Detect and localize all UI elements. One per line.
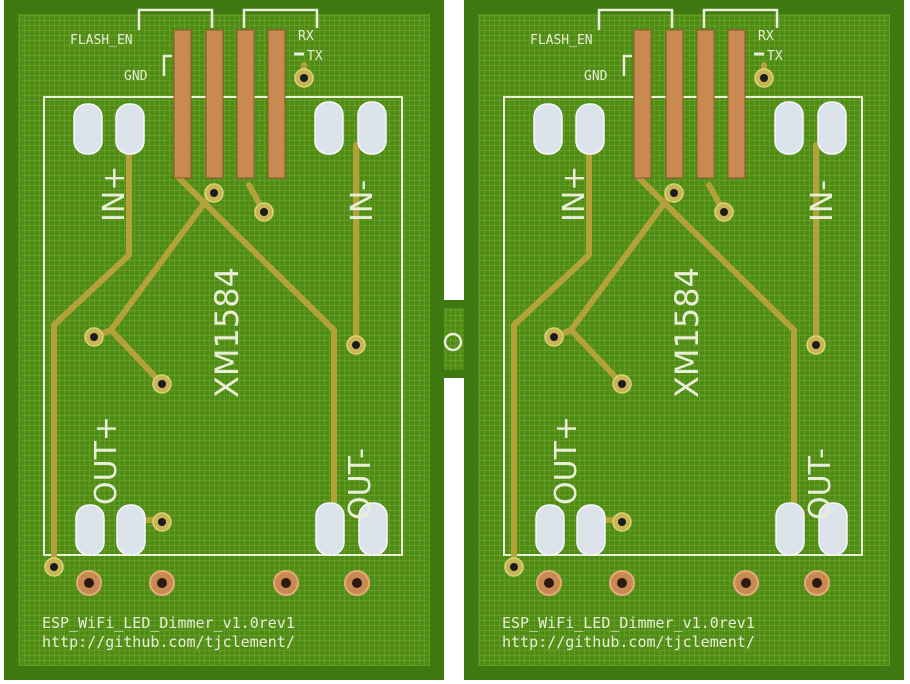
- out-plus-label: OUT+: [549, 416, 584, 505]
- url-label: http://github.com/tjclement/: [502, 633, 755, 651]
- rx-label: RX: [298, 29, 314, 44]
- pcb-board-left: FLASH_EN GND RX TX IN+ IN- XM1584 OUT+ O…: [4, 0, 444, 680]
- module-label: XM1584: [668, 267, 706, 398]
- rx-label: RX: [758, 29, 774, 44]
- tx-label: TX: [307, 49, 323, 64]
- out-plus-label: OUT+: [89, 416, 124, 505]
- flash-en-label: FLASH_EN: [70, 33, 133, 48]
- out-minus-label: OUT-: [343, 448, 378, 520]
- pcb-board-right: FLASH_EN GND RX TX IN+ IN- XM1584 OUT+ O…: [464, 0, 904, 680]
- module-label: XM1584: [208, 267, 246, 398]
- url-label: http://github.com/tjclement/: [42, 633, 295, 651]
- gnd-label: GND: [124, 69, 148, 84]
- panel-bridge: [440, 300, 468, 378]
- in-plus-label: IN+: [557, 166, 592, 222]
- in-plus-label: IN+: [97, 166, 132, 222]
- in-minus-label: IN-: [805, 180, 840, 222]
- flash-en-label: FLASH_EN: [530, 33, 593, 48]
- project-label: ESP_WiFi_LED_Dimmer_v1.0rev1: [42, 614, 295, 632]
- out-minus-label: OUT-: [803, 448, 838, 520]
- tx-label: TX: [767, 49, 783, 64]
- project-label: ESP_WiFi_LED_Dimmer_v1.0rev1: [502, 614, 755, 632]
- in-minus-label: IN-: [345, 180, 380, 222]
- fiducial-mark: [443, 332, 463, 352]
- gnd-label: GND: [584, 69, 608, 84]
